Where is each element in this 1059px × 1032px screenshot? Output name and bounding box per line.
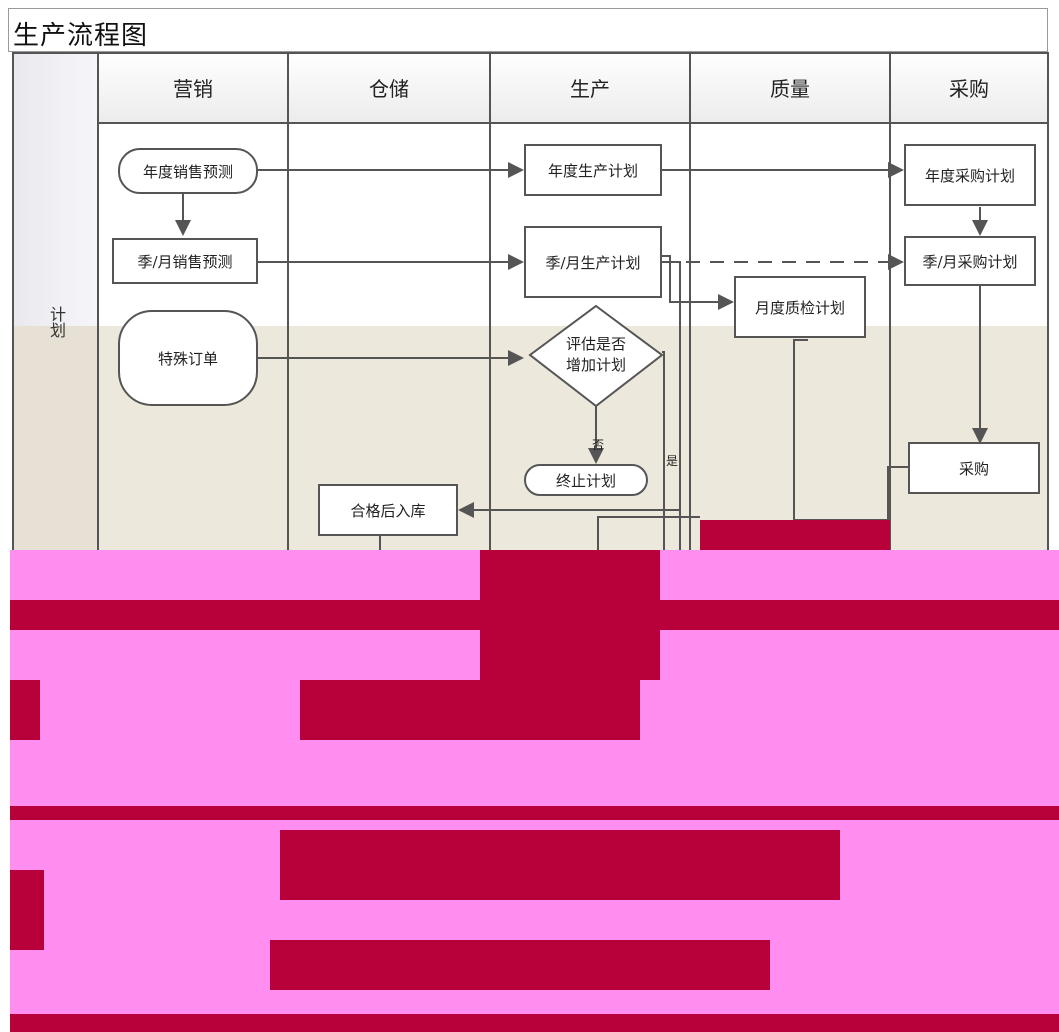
- lane-divider: [12, 52, 14, 550]
- node-quarterly-production-plan[interactable]: 季/月生产计划: [524, 226, 662, 298]
- lane-divider: [489, 52, 491, 550]
- node-monthly-quality-plan[interactable]: 月度质检计划: [734, 276, 866, 338]
- artifact-block: [270, 940, 770, 990]
- node-store-after-pass[interactable]: 合格后入库: [318, 484, 458, 536]
- header-top-line: [12, 52, 1048, 54]
- lane-header-quality: 质量: [690, 52, 890, 122]
- lane-header-warehouse: 仓储: [288, 52, 490, 122]
- lane-divider: [287, 52, 289, 550]
- title-bar: 生产流程图: [8, 8, 1048, 52]
- lane-divider: [1047, 52, 1049, 550]
- lane-header-purchasing: 采购: [890, 52, 1048, 122]
- artifact-block: [10, 870, 44, 950]
- decision-diamond: [528, 304, 664, 408]
- node-purchase[interactable]: 采购: [908, 442, 1040, 494]
- header-bottom-line: [98, 122, 1048, 124]
- artifact-block: [300, 680, 640, 740]
- artifact-block: [280, 830, 840, 900]
- branch-no-label: 否: [592, 438, 605, 452]
- decision-evaluate-add-plan[interactable]: 评估是否增加计划: [565, 335, 626, 374]
- branch-yes-label: 是: [666, 454, 679, 468]
- lane-header-marketing: 营销: [98, 52, 288, 122]
- node-annual-production-plan[interactable]: 年度生产计划: [524, 144, 662, 196]
- artifact-stripe: [10, 806, 1059, 820]
- artifact-block: [700, 520, 890, 550]
- node-annual-purchase-plan[interactable]: 年度采购计划: [904, 144, 1036, 206]
- lane-divider: [889, 52, 891, 550]
- artifact-block: [480, 550, 660, 680]
- phase-label: 计划: [47, 306, 66, 338]
- artifact-stripe: [10, 1014, 1059, 1032]
- phase-band-left: [12, 326, 98, 550]
- node-quarterly-sales-forecast[interactable]: 季/月销售预测: [112, 238, 258, 284]
- artifact-block: [10, 680, 40, 740]
- lane-header-production: 生产: [490, 52, 690, 122]
- lane-divider: [97, 52, 99, 550]
- node-annual-sales-forecast[interactable]: 年度销售预测: [118, 148, 258, 194]
- node-quarterly-purchase-plan[interactable]: 季/月采购计划: [904, 236, 1036, 286]
- page-title: 生产流程图: [13, 21, 149, 51]
- node-terminate-plan[interactable]: 终止计划: [524, 464, 648, 496]
- node-special-order[interactable]: 特殊订单: [118, 310, 258, 406]
